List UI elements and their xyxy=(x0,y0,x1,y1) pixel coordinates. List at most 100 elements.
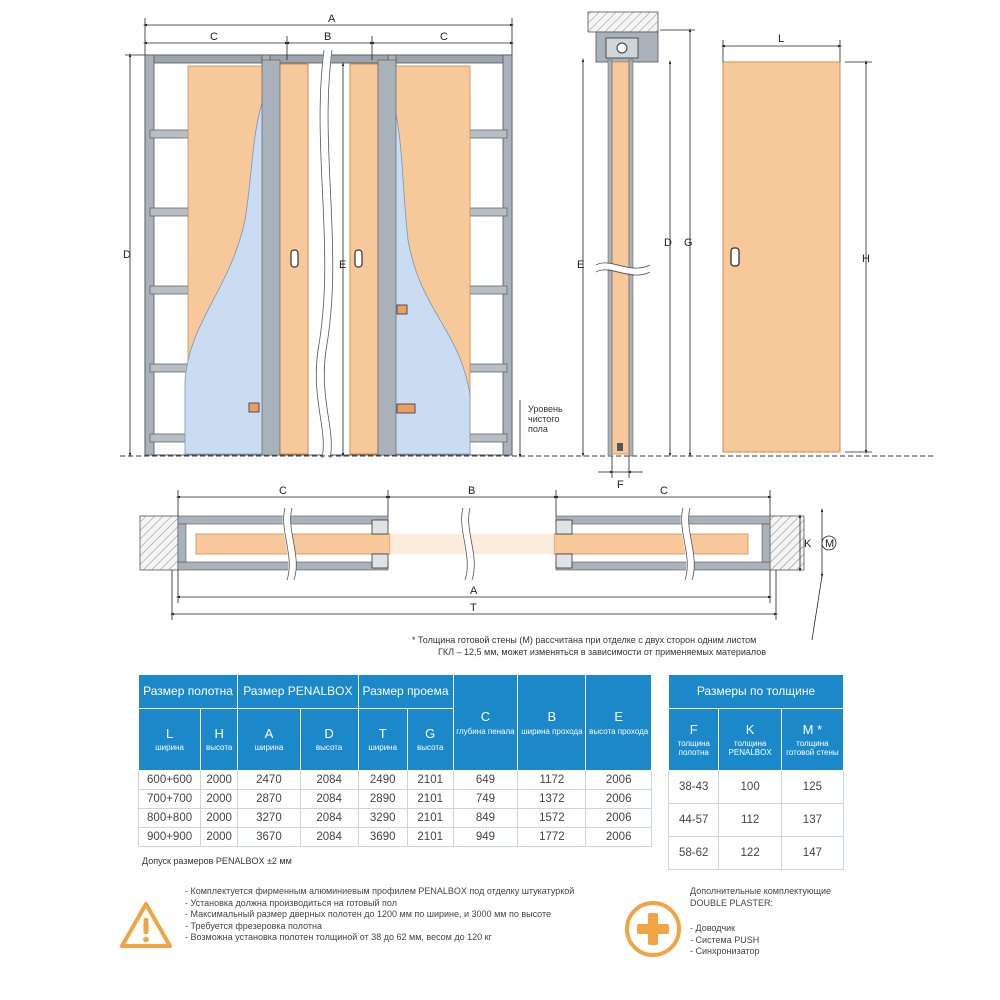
warning-notes: Комплектуется фирменным алюминиевым проф… xyxy=(185,886,645,944)
plan-label-c-right: C xyxy=(660,485,668,497)
cell: 2000 xyxy=(200,827,239,847)
tolerance-note: Допуск размеров PENALBOX ±2 мм xyxy=(142,856,292,866)
list-item: Установка должна производиться на готовы… xyxy=(185,898,645,910)
list-item: Требуется фрезеровка полотна xyxy=(185,921,645,933)
leaf-label-h: H xyxy=(862,253,870,265)
footnote-line-1: * Толщина готовой стены (М) рассчитана п… xyxy=(412,635,756,645)
cell: 2101 xyxy=(406,827,454,847)
list-item: Система PUSH xyxy=(690,935,880,947)
cell: 649 xyxy=(452,770,519,790)
cell: 2101 xyxy=(406,770,454,790)
list-item: Синхронизатор xyxy=(690,946,880,958)
warning-icon xyxy=(118,900,174,957)
cell: 700+700 xyxy=(137,789,202,809)
cell: 3670 xyxy=(237,827,301,847)
cell: 3290 xyxy=(357,808,408,828)
cell: 125 xyxy=(780,770,845,804)
footnote-line-2: ГКЛ – 12,5 мм, может изменяться в зависи… xyxy=(438,647,766,657)
cell: 2084 xyxy=(299,808,359,828)
cell: 1572 xyxy=(517,808,587,828)
front-dimensions xyxy=(125,18,522,458)
cell: 2490 xyxy=(357,770,408,790)
technical-drawings: A C B C D E Уровень чистого пола E D G xyxy=(120,11,935,657)
cell: 2084 xyxy=(299,770,359,790)
cell: 949 xyxy=(452,827,519,847)
cell: 2006 xyxy=(585,827,652,847)
cell: 2084 xyxy=(299,827,359,847)
plan-label-t: T xyxy=(470,602,477,614)
cell: 2890 xyxy=(357,789,408,809)
cell: 44-57 xyxy=(667,803,720,837)
dim-label-c-left: C xyxy=(210,31,218,43)
cell: 2006 xyxy=(585,808,652,828)
list-item: Максимальный размер дверных полотен до 1… xyxy=(185,909,645,921)
cell: 147 xyxy=(780,836,845,870)
cell: 2000 xyxy=(200,808,239,828)
cell: 749 xyxy=(452,789,519,809)
cell: 38-43 xyxy=(667,770,720,804)
group-leaf-size: Размер полотна xyxy=(137,674,239,709)
cell: 112 xyxy=(718,803,782,837)
list-item: Комплектуется фирменным алюминиевым проф… xyxy=(185,886,645,898)
cell: 3690 xyxy=(357,827,408,847)
plan-view xyxy=(139,506,805,582)
cell: 100 xyxy=(718,770,782,804)
cell: 122 xyxy=(718,836,782,870)
plan-dimensions xyxy=(170,490,824,641)
plan-label-m: M xyxy=(825,538,834,550)
cell: 1172 xyxy=(517,770,587,790)
cell: 58-62 xyxy=(667,836,720,870)
cell: 2870 xyxy=(237,789,301,809)
cell: 2006 xyxy=(585,789,652,809)
plan-label-c-left: C xyxy=(279,485,287,497)
floor-label-2: чистого xyxy=(528,414,559,424)
cell: 1772 xyxy=(517,827,587,847)
thickness-title: Размеры по толщине xyxy=(668,674,844,709)
extras-title-2: DOUBLE PLASTER: xyxy=(690,897,774,908)
plan-label-a: A xyxy=(470,585,478,597)
list-item: Доводчик xyxy=(690,923,880,935)
cell: 2006 xyxy=(585,770,652,790)
cell: 1372 xyxy=(517,789,587,809)
section-label-f: F xyxy=(617,479,624,491)
section-label-g: G xyxy=(684,237,693,249)
dim-label-d: D xyxy=(123,249,131,261)
section-label-e: E xyxy=(577,259,584,271)
cell: 600+600 xyxy=(137,770,202,790)
cell: 2101 xyxy=(406,808,454,828)
leaf-dimensions xyxy=(721,40,872,454)
extras-notes: Дополнительные комплектующие DOUBLE PLAS… xyxy=(690,886,880,958)
cell: 137 xyxy=(780,803,845,837)
plan-label-b: B xyxy=(468,485,475,497)
dim-label-b: B xyxy=(324,31,331,43)
section-label-d: D xyxy=(664,237,672,249)
floor-label-3: пола xyxy=(528,424,548,434)
cell: 2084 xyxy=(299,789,359,809)
floor-label-1: Уровень xyxy=(528,404,563,414)
cell: 849 xyxy=(452,808,519,828)
dim-label-a: A xyxy=(328,13,336,25)
door-leaf xyxy=(722,61,841,453)
plan-label-k: K xyxy=(804,538,812,550)
cell: 2470 xyxy=(237,770,301,790)
group-penalbox-size: Размер PENALBOX xyxy=(237,674,359,709)
m-circle-icon xyxy=(821,535,837,551)
cell: 900+900 xyxy=(137,827,202,847)
